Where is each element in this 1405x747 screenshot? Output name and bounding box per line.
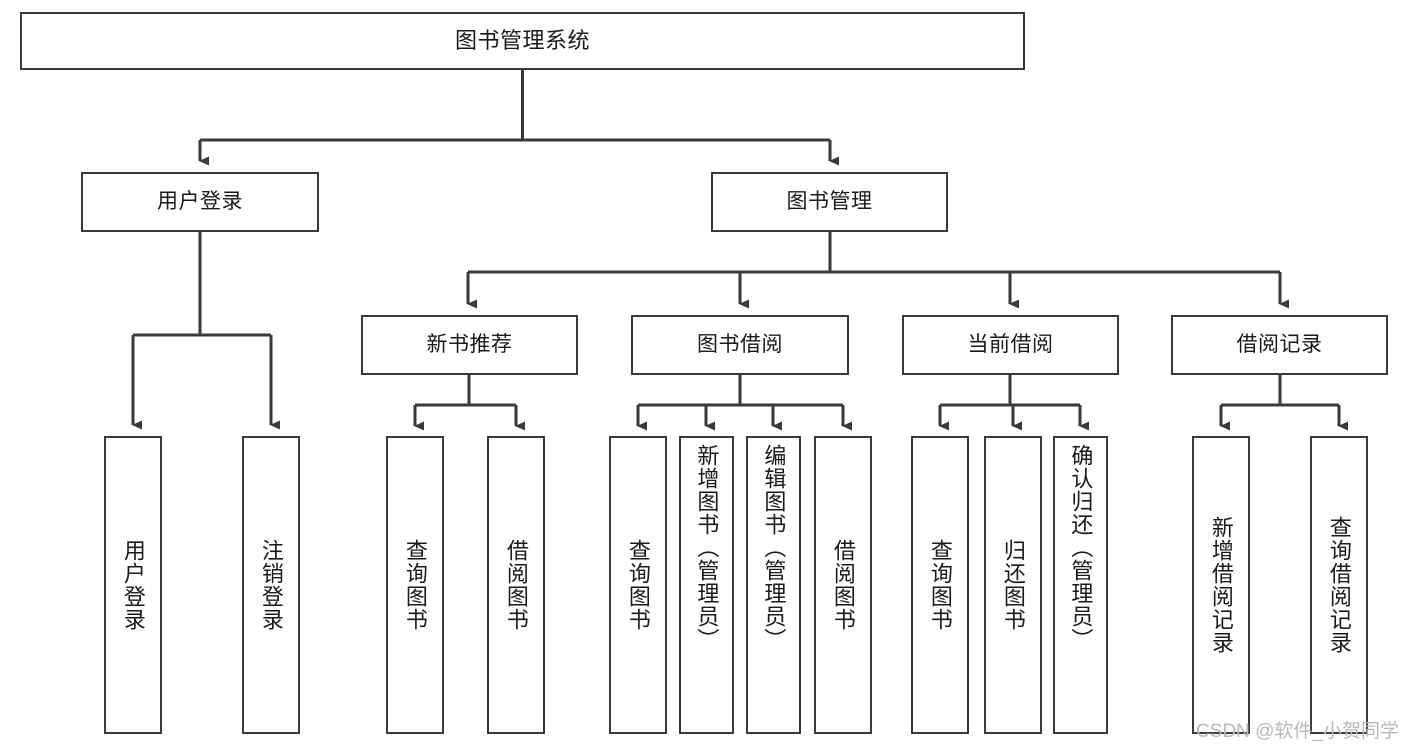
node-user-login-label: 用户登录 [157, 189, 243, 213]
node-leaf-query-record[interactable]: 查询借阅记录 [1310, 436, 1368, 734]
node-leaf-user-login-label: 用户登录 [120, 539, 146, 631]
node-current-borrow-label: 当前借阅 [967, 332, 1054, 356]
node-leaf-borrow-book-1[interactable]: 借阅图书 [487, 436, 545, 734]
node-new-book-rec-label: 新书推荐 [426, 332, 513, 356]
node-leaf-user-login[interactable]: 用户登录 [104, 436, 162, 734]
node-current-borrow[interactable]: 当前借阅 [902, 315, 1119, 375]
node-root[interactable]: 图书管理系统 [20, 12, 1025, 70]
node-borrow-record-label: 借阅记录 [1236, 332, 1323, 356]
node-leaf-return-book-label: 归还图书 [1000, 539, 1026, 631]
node-borrow-record[interactable]: 借阅记录 [1171, 315, 1388, 375]
node-leaf-edit-book[interactable]: 编辑图书（管理员） [746, 436, 801, 734]
node-leaf-add-book[interactable]: 新增图书（管理员） [679, 436, 734, 734]
node-book-borrow-label: 图书借阅 [697, 332, 783, 356]
node-user-login[interactable]: 用户登录 [81, 172, 319, 232]
node-leaf-add-record-label: 新增借阅记录 [1208, 516, 1234, 654]
node-book-manage-label: 图书管理 [786, 189, 873, 213]
node-leaf-query-record-label: 查询借阅记录 [1326, 516, 1352, 654]
node-book-borrow[interactable]: 图书借阅 [631, 315, 849, 375]
node-book-manage[interactable]: 图书管理 [711, 172, 948, 232]
node-leaf-confirm-return[interactable]: 确认归还（管理员） [1053, 436, 1108, 734]
node-leaf-borrow-book-2[interactable]: 借阅图书 [814, 436, 872, 734]
node-leaf-query-book-2-label: 查询图书 [625, 539, 651, 631]
node-leaf-logout-label: 注销登录 [258, 539, 284, 631]
csdn-watermark: CSDN @软件_小贺同学 [1196, 721, 1399, 742]
node-leaf-logout[interactable]: 注销登录 [242, 436, 300, 734]
node-root-label: 图书管理系统 [454, 28, 590, 54]
node-leaf-add-book-label: 新增图书（管理员） [694, 444, 720, 651]
node-leaf-borrow-book-1-label: 借阅图书 [503, 539, 529, 631]
node-leaf-query-book-1[interactable]: 查询图书 [386, 436, 444, 734]
node-leaf-confirm-return-label: 确认归还（管理员） [1068, 444, 1094, 651]
node-leaf-return-book[interactable]: 归还图书 [984, 436, 1042, 734]
node-leaf-query-book-3-label: 查询图书 [927, 539, 953, 631]
node-leaf-borrow-book-2-label: 借阅图书 [830, 539, 856, 631]
node-leaf-query-book-2[interactable]: 查询图书 [609, 436, 667, 734]
node-new-book-rec[interactable]: 新书推荐 [361, 315, 578, 375]
node-leaf-query-book-3[interactable]: 查询图书 [911, 436, 969, 734]
node-leaf-edit-book-label: 编辑图书（管理员） [761, 444, 787, 651]
node-leaf-add-record[interactable]: 新增借阅记录 [1192, 436, 1250, 734]
node-leaf-query-book-1-label: 查询图书 [402, 539, 428, 631]
